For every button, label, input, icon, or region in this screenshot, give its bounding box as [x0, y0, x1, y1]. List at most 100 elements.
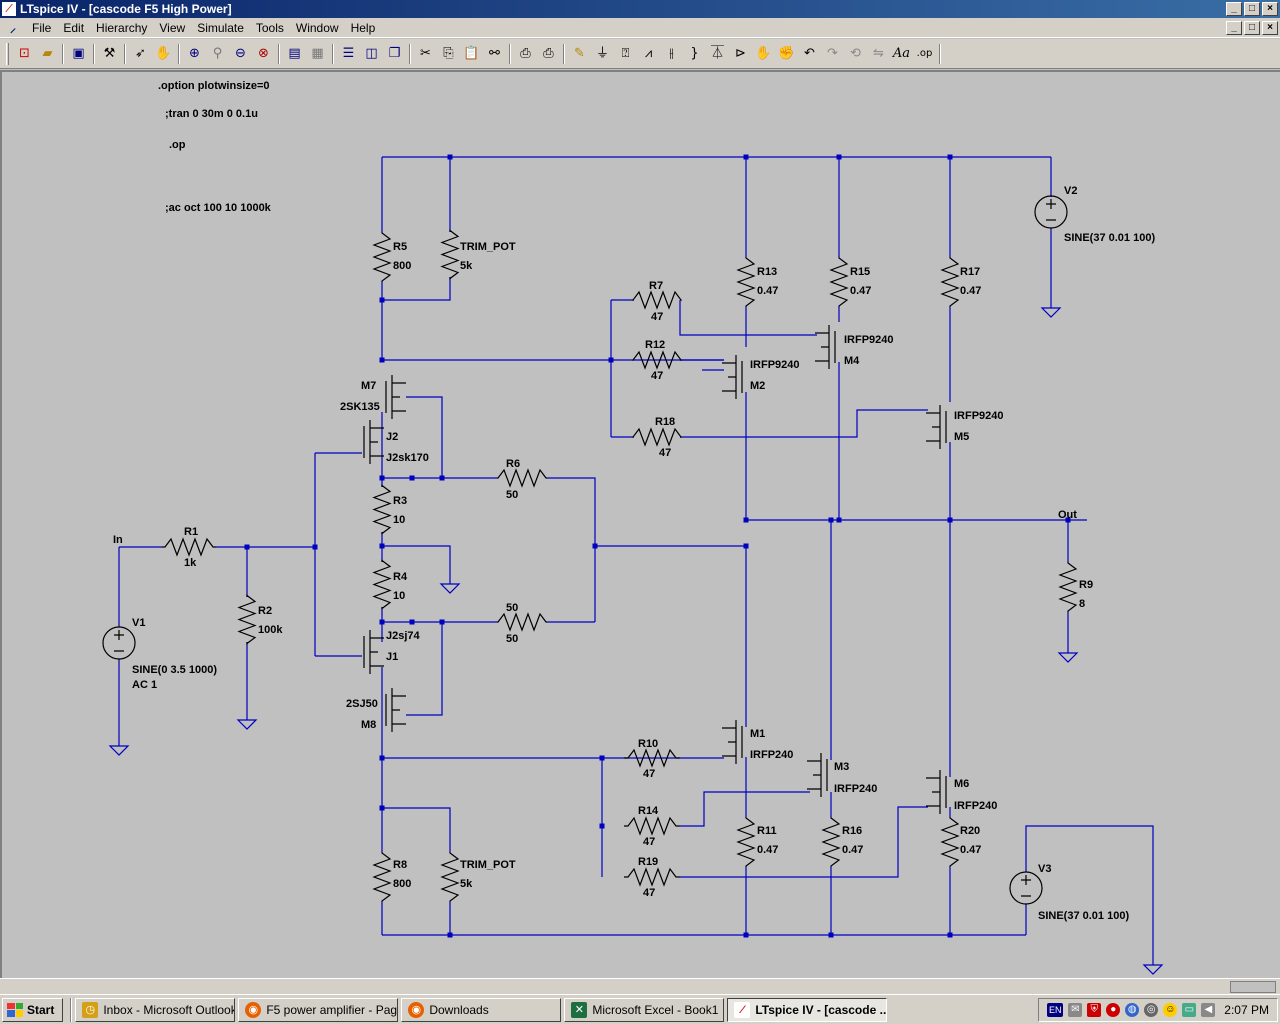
wire[interactable] [382, 807, 451, 852]
menu-file[interactable]: File [32, 20, 52, 35]
label-icon[interactable]: ⍰ [621, 45, 630, 61]
resistor-symbol[interactable] [736, 257, 756, 307]
antivirus-icon[interactable]: ◎ [1144, 1002, 1159, 1017]
resistor-symbol[interactable] [1058, 562, 1078, 612]
mirror-icon[interactable]: ⇋ [873, 45, 884, 61]
shield-icon[interactable]: ⛨ [1087, 1002, 1102, 1017]
schematic-drawing[interactable]: .option plotwinsize=0 ;tran 0 30m 0 0.1u… [2, 72, 1280, 978]
menu-view[interactable]: View [159, 20, 186, 35]
resistor-symbol[interactable] [940, 257, 960, 307]
resistor-symbol[interactable] [624, 867, 680, 887]
messenger-icon[interactable]: ☺ [1163, 1002, 1178, 1017]
start-button[interactable]: Start [2, 997, 64, 1022]
diode-icon[interactable]: ⏄ [710, 45, 724, 61]
wire[interactable] [406, 396, 443, 478]
mosfet-symbol[interactable] [926, 770, 947, 814]
net-label[interactable]: Out [1058, 509, 1077, 521]
mosfet-symbol[interactable] [926, 405, 947, 449]
wire[interactable] [382, 545, 451, 578]
voltage-source-symbol[interactable] [102, 626, 136, 660]
display-icon[interactable]: ▭ [1182, 1002, 1197, 1017]
find-icon[interactable]: ⚯ [489, 45, 500, 61]
junction-dot[interactable] [828, 932, 834, 938]
copy-icon[interactable]: ⎘ [443, 45, 454, 61]
task-ltspice[interactable]: ⁄ LTspice IV - [cascode ... [727, 997, 888, 1022]
language-indicator[interactable]: EN [1047, 1002, 1064, 1017]
task-outlook[interactable]: ◷ Inbox - Microsoft Outlook [75, 997, 236, 1022]
junction-dot[interactable] [447, 932, 453, 938]
schematic-canvas[interactable]: .option plotwinsize=0 ;tran 0 30m 0 0.1u… [0, 70, 1280, 978]
resistor-symbol[interactable] [440, 852, 460, 902]
resistor-symbol[interactable] [497, 468, 547, 488]
halt-icon[interactable]: ✋ [155, 45, 172, 61]
resistor-symbol[interactable] [372, 852, 392, 902]
ground-symbol[interactable] [439, 578, 461, 594]
resistor-symbol[interactable] [940, 817, 960, 867]
doc-minimize-button[interactable]: _ [1226, 20, 1242, 35]
zoom-in-icon[interactable]: ⊕ [189, 45, 200, 61]
toolbar-grip[interactable] [6, 42, 9, 65]
resistor-symbol[interactable] [829, 257, 849, 307]
zoom-cancel-icon[interactable]: ⊗ [258, 45, 269, 61]
mosfet-symbol[interactable] [722, 355, 743, 399]
ground-symbol[interactable] [1057, 647, 1079, 663]
spice-directive[interactable]: ;tran 0 30m 0 0.1u [165, 108, 258, 120]
mosfet-symbol[interactable] [363, 630, 384, 674]
mosfet-symbol[interactable] [807, 753, 828, 797]
spice-directive[interactable]: .op [169, 139, 186, 151]
task-firefox-f5[interactable]: ◉ F5 power amplifier - Pag... [238, 997, 399, 1022]
wire[interactable] [680, 806, 928, 878]
resistor-symbol[interactable] [631, 427, 683, 447]
junction-dot[interactable] [379, 297, 385, 303]
tile-horizontal-icon[interactable]: ☰ [342, 45, 355, 61]
mosfet-symbol[interactable] [815, 325, 836, 369]
menu-help[interactable]: Help [350, 20, 376, 35]
junction-dot[interactable] [743, 932, 749, 938]
wire[interactable] [382, 277, 451, 301]
menu-tools[interactable]: Tools [255, 20, 284, 35]
wire[interactable] [680, 791, 810, 827]
voltage-source-symbol[interactable] [1009, 871, 1043, 905]
junction-dot[interactable] [743, 517, 749, 523]
doc-maximize-button[interactable]: □ [1244, 20, 1260, 35]
control-panel-icon[interactable]: ⚒ [103, 45, 116, 61]
ground-symbol[interactable] [108, 740, 130, 756]
resistor-symbol[interactable] [372, 559, 392, 610]
redo-icon[interactable]: ↷ [827, 45, 838, 61]
resistor-symbol[interactable] [624, 748, 680, 768]
volume-icon[interactable]: ◀ [1201, 1002, 1216, 1017]
resistor-symbol[interactable] [440, 229, 460, 280]
resistor-symbol[interactable] [162, 537, 216, 557]
new-schematic-icon[interactable]: ⊡ [19, 45, 30, 61]
mail-icon[interactable]: ✉ [1068, 1002, 1083, 1017]
menu-edit[interactable]: Edit [63, 20, 85, 35]
draw-wire-icon[interactable]: ✎ [574, 45, 585, 61]
ground-symbol[interactable] [1040, 302, 1062, 318]
voltage-source-symbol[interactable] [114, 630, 124, 652]
spice-directive[interactable]: ;ac oct 100 10 1000k [165, 202, 272, 214]
resistor-symbol[interactable] [631, 350, 683, 370]
doc-close-button[interactable]: × [1262, 20, 1278, 35]
mosfet-symbol[interactable] [385, 688, 406, 732]
autorange-icon[interactable]: ▤ [288, 45, 301, 61]
net-label[interactable]: In [113, 534, 123, 546]
resistor-symbol[interactable] [631, 290, 683, 310]
mosfet-symbol[interactable] [385, 375, 406, 419]
menu-simulate[interactable]: Simulate [197, 20, 244, 35]
ground-icon[interactable]: ⏚ [595, 45, 609, 61]
zoom-out-icon[interactable]: ⊖ [235, 45, 246, 61]
junction-dot[interactable] [599, 823, 605, 829]
grid-icon[interactable]: ▦ [311, 45, 324, 61]
spice-directive-icon[interactable]: .op [916, 47, 933, 59]
cut-icon[interactable]: ✂ [420, 45, 431, 61]
component-icon[interactable]: ⊳ [735, 45, 746, 61]
resistor-symbol[interactable] [237, 594, 257, 645]
resistor-symbol[interactable] [624, 816, 680, 836]
wire[interactable] [547, 477, 596, 622]
junction-dot[interactable] [947, 932, 953, 938]
wire[interactable] [679, 300, 817, 336]
open-icon[interactable]: ▰ [42, 45, 53, 61]
print-icon[interactable]: ⎙ [543, 45, 554, 61]
save-icon[interactable]: ▣ [72, 45, 85, 61]
spice-directive[interactable]: .option plotwinsize=0 [158, 80, 270, 92]
